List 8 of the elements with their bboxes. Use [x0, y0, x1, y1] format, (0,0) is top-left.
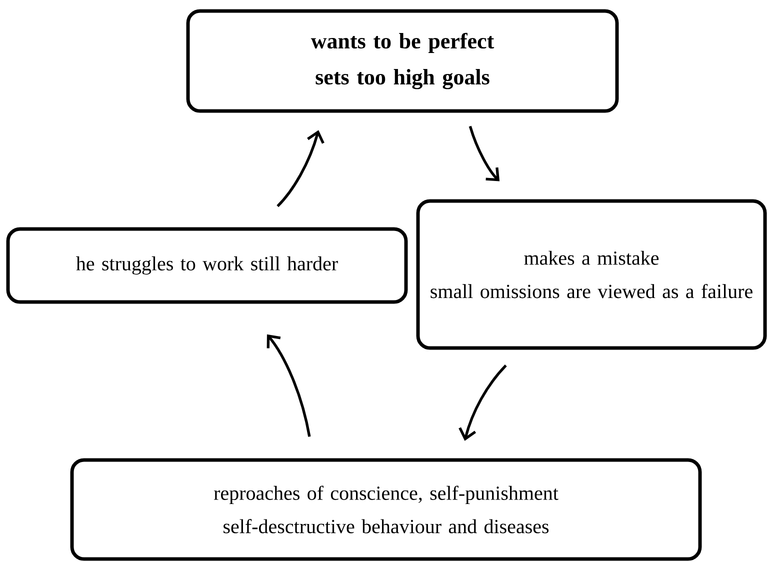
text-box: wants to be perfect sets too high goals: [186, 9, 619, 113]
text-box: he struggles to work still harder: [6, 227, 408, 304]
arrow: [468, 126, 500, 182]
arrow: [266, 334, 311, 437]
text-box: reproaches of conscience, self-punishment self-desctructive behaviour and diseases: [70, 458, 702, 561]
arrow: [276, 130, 324, 208]
text-box: makes a mistake small omissions are viewed as a failure: [416, 199, 767, 350]
arrow: [458, 364, 507, 441]
